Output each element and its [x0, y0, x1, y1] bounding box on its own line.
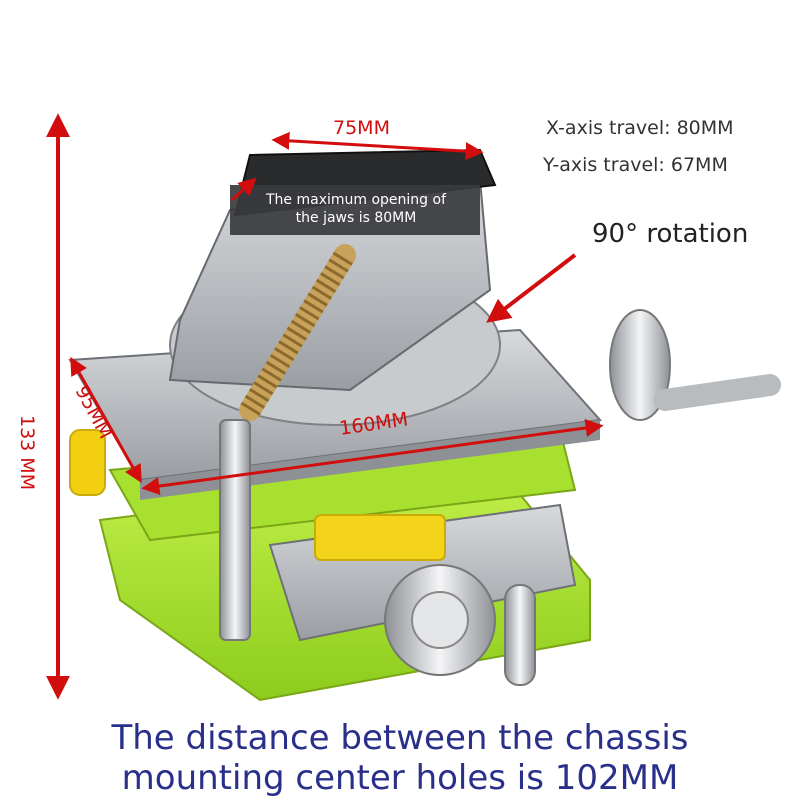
caption-line2: mounting center holes is 102MM	[121, 758, 679, 798]
y-travel-label: Y-axis travel: 67MM	[543, 154, 728, 176]
yellow-cover	[314, 514, 446, 561]
length-arrow	[141, 419, 604, 495]
x-travel-label: X-axis travel: 80MM	[546, 117, 734, 139]
jaw-opening-line2: the jaws is 80MM	[295, 210, 417, 226]
jaw-note-bg	[230, 185, 480, 235]
rotation-pointer	[486, 253, 577, 323]
caption: The distance between the chassis mountin…	[0, 718, 800, 798]
jaw-opening-line1: The maximum opening of	[265, 192, 446, 208]
jaw-width-arrow	[271, 131, 484, 161]
rotation-label: 90° rotation	[592, 219, 749, 249]
vise-handle	[219, 419, 251, 641]
side-handwheel	[609, 309, 671, 421]
depth-arrow	[70, 356, 142, 484]
front-handle	[504, 584, 536, 686]
side-handle	[654, 374, 781, 411]
caption-line1: The distance between the chassis	[111, 718, 689, 758]
jaw-opening-note: The maximum opening of the jaws is 80MM	[236, 191, 476, 227]
jaw-width-label: 75MM	[333, 117, 390, 139]
height-label: 133 MM	[16, 415, 38, 491]
jaw-opening-arrow	[230, 177, 257, 202]
